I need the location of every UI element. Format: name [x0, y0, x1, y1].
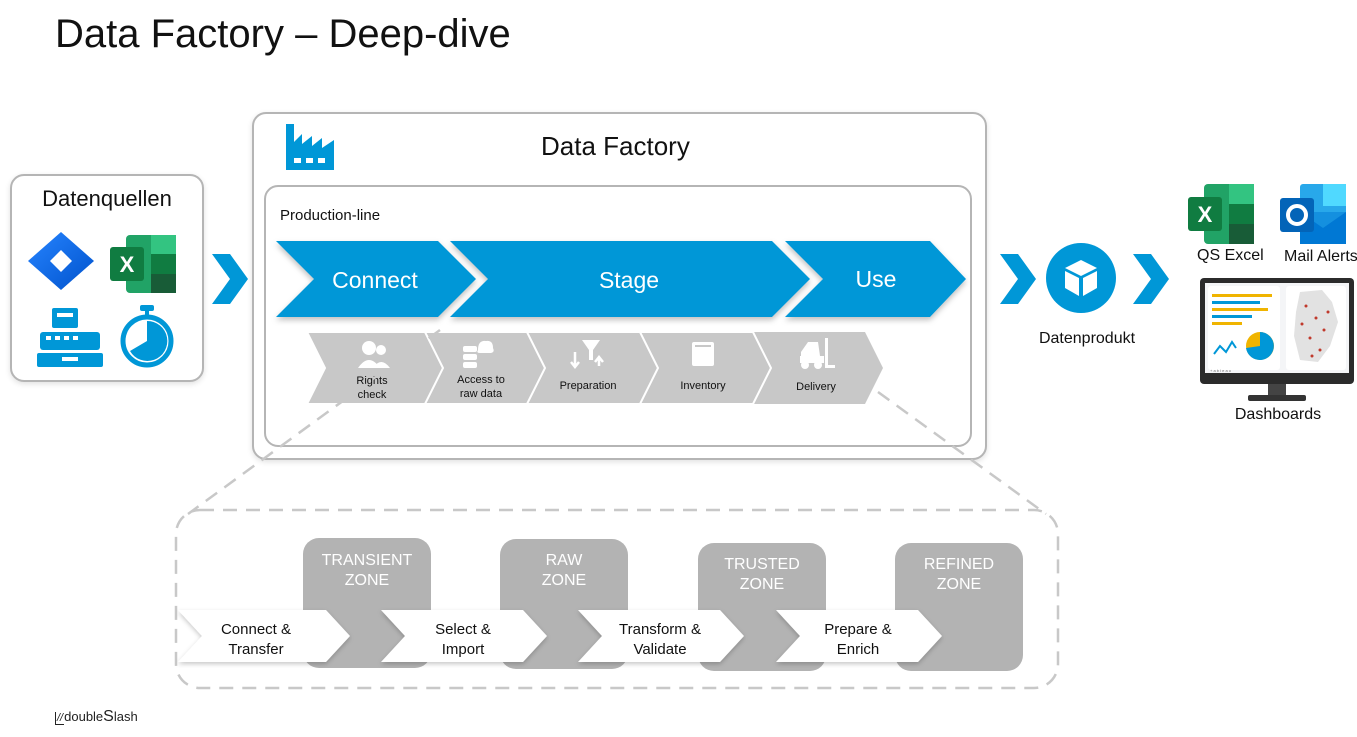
excel-icon: X	[110, 235, 176, 293]
zone-step-label-4: Prepare &Enrich	[824, 621, 892, 658]
outlook-icon	[1280, 184, 1346, 244]
page-title: Data Factory – Deep-dive	[55, 12, 511, 56]
product-label: Datenprodukt	[1038, 330, 1136, 347]
jira-icon	[28, 232, 94, 290]
svg-text:X: X	[1198, 202, 1213, 227]
stage-use-arrow	[785, 241, 966, 317]
zone-step-arrows	[178, 610, 942, 662]
cash-register-icon	[37, 308, 103, 367]
zone-step-arrow-3	[578, 610, 744, 662]
production-line-label: Production-line	[280, 207, 381, 224]
factory-icon	[286, 124, 334, 170]
dashboard-brand: + a b l e a u	[1210, 368, 1231, 373]
svg-text:X: X	[120, 252, 135, 277]
stage-connect-label: Connect	[332, 267, 418, 293]
flow-chevron-2	[1000, 254, 1036, 304]
zone-step-arrow-4	[776, 610, 942, 662]
stage-stage-arrow	[450, 241, 810, 317]
stage-arrows	[276, 241, 966, 317]
filter-icon	[570, 340, 604, 370]
stage-connect-arrow	[276, 241, 476, 317]
people-check-icon	[358, 341, 390, 368]
step-label-inventory: Inventory	[680, 380, 726, 392]
stopwatch-icon	[120, 305, 174, 368]
sources-title: Datenquellen	[42, 186, 172, 211]
step-chevrons	[305, 331, 883, 405]
step-label-preparation: Preparation	[559, 380, 617, 392]
dashboards-label: Dashboards	[1234, 406, 1322, 423]
zone-step-label-1: Connect &Transfer	[220, 621, 292, 658]
flow-chevron-1	[212, 254, 248, 304]
qs-excel-icon: X	[1188, 184, 1254, 244]
zone-step-label-3: Transform &Validate	[619, 621, 701, 658]
logo-mark-icon: //	[55, 712, 65, 725]
stage-stage-label: Stage	[598, 267, 660, 293]
zone-step-arrow-2	[381, 610, 547, 662]
doubleslash-logo: //doubleSlash	[55, 708, 138, 725]
forklift-icon	[800, 338, 835, 369]
qs-excel-label: QS Excel	[1197, 247, 1264, 264]
step-label-delivery: Delivery	[796, 381, 836, 393]
database-cloud-icon	[463, 340, 494, 368]
package-icon	[1046, 243, 1116, 313]
inventory-icon	[692, 342, 714, 366]
flow-chevron-3	[1133, 254, 1169, 304]
stage-use-label: Use	[855, 266, 897, 292]
mail-alerts-label: Mail Alerts	[1284, 248, 1357, 265]
dashboard-monitor-icon: + a b l e a u	[1200, 278, 1354, 401]
factory-title: Data Factory	[541, 131, 690, 161]
zone-step-label-2: Select &Import	[435, 621, 491, 658]
zone-step-arrow-1	[178, 610, 350, 662]
